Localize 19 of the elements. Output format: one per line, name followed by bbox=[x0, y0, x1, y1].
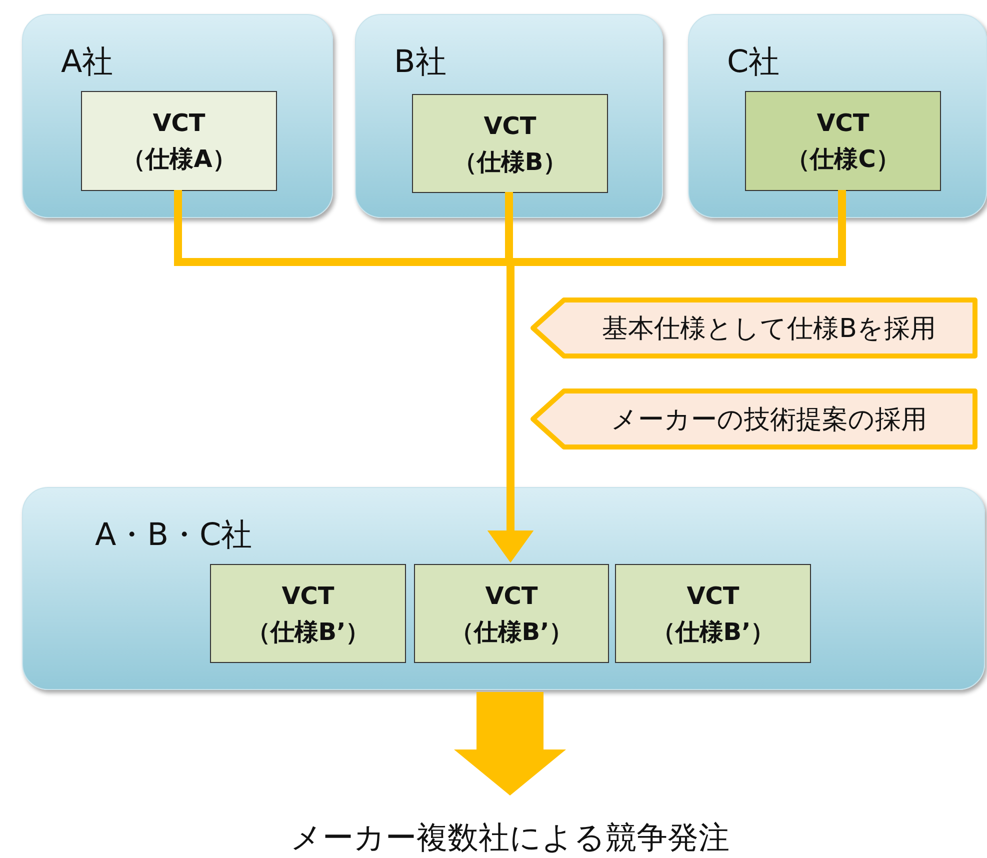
pentagon-callout: メーカーの技術提案の採用 bbox=[530, 388, 978, 450]
spec-box: VCT （仕様B） bbox=[412, 94, 608, 193]
spec-box: VCT （仕様B’） bbox=[414, 564, 609, 663]
spec-box: VCT （仕様C） bbox=[745, 91, 941, 191]
panel-heading: C社 bbox=[727, 43, 780, 82]
company-panel bbox=[355, 14, 663, 218]
block-arrow bbox=[454, 692, 566, 796]
spec-box: VCT （仕様B’） bbox=[210, 564, 406, 663]
company-panel bbox=[22, 14, 333, 218]
conclusion-text: メーカー複数社による競争発注 bbox=[240, 796, 780, 858]
connector-arrow bbox=[488, 190, 846, 562]
company-panel bbox=[22, 487, 985, 690]
panel-heading: B社 bbox=[394, 43, 446, 82]
spec-box: VCT （仕様B’） bbox=[615, 564, 811, 663]
pentagon-callout: 基本仕様として仕様Bを採用 bbox=[530, 297, 978, 359]
spec-box: VCT （仕様A） bbox=[81, 91, 277, 191]
panel-heading: A・B・C社 bbox=[95, 516, 252, 555]
company-panel bbox=[688, 14, 987, 218]
panel-heading: A社 bbox=[61, 43, 114, 82]
